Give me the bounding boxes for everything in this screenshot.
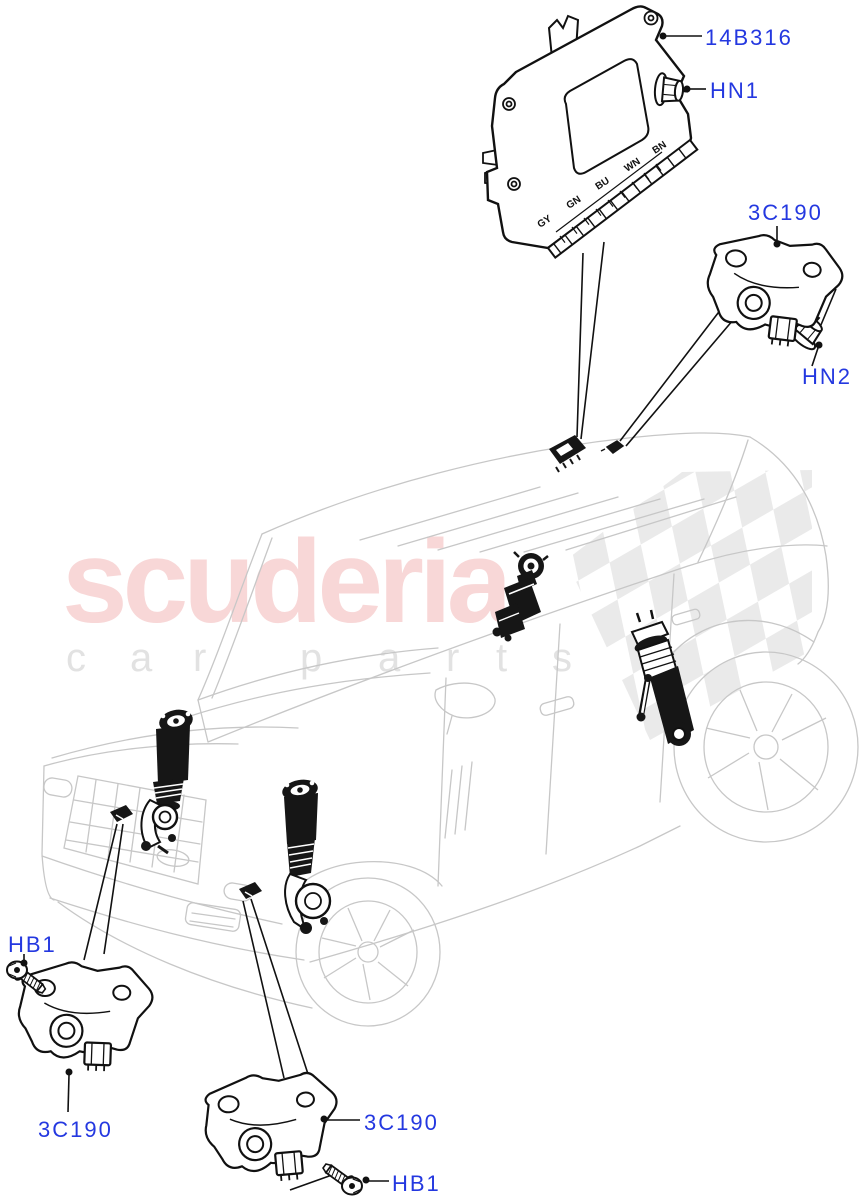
label-tick-hn2: [811, 347, 819, 367]
ecu-connector-row2: [555, 151, 663, 243]
c-pillar: [697, 439, 749, 563]
beltline: [197, 544, 828, 743]
rear-pillar: [749, 436, 830, 665]
clip-a-to-bracket-lines: [83, 823, 124, 961]
clip-b-to-bracket-lines: [242, 898, 309, 1079]
bracket-right-to-roof-lines: [619, 299, 740, 447]
height-sensor-bracket-right: [700, 227, 848, 354]
a-pillar: [197, 533, 273, 701]
roof-ribs: [359, 486, 737, 553]
front-wheel-arch: [295, 861, 443, 891]
watermark-letter: c: [66, 636, 86, 680]
watermark-letter: r: [446, 636, 459, 680]
watermark-brand: scuderia: [62, 516, 514, 648]
part-label-hb1-bottom[interactable]: HB1: [392, 1171, 441, 1196]
part-label-14B316[interactable]: 14B316: [705, 25, 793, 50]
watermark-subtitle: c a r p a r t s: [66, 636, 572, 680]
callout-dots: [20, 32, 823, 1184]
part-label-3c190-right[interactable]: 3C190: [748, 200, 823, 225]
label-tick-3c190-left: [67, 1074, 70, 1113]
grille-mesh: [65, 779, 203, 873]
hood-crease: [183, 672, 431, 719]
grille-outline: [63, 775, 207, 885]
watermark-letter: a: [378, 636, 401, 680]
rear-wheel-spokes: [705, 689, 827, 811]
ecu-screen-recess: [563, 58, 650, 175]
height-sensor-bracket-front-left: [15, 959, 155, 1074]
front-air-strut-left: [140, 709, 193, 855]
rear-wheel-arch: [659, 619, 815, 671]
rear-shock-upper: [492, 551, 549, 642]
front-wheel: [295, 877, 441, 1027]
part-label-3c190-bottom[interactable]: 3C190: [364, 1110, 439, 1135]
front-clip-left: [110, 805, 133, 822]
part-label-hn2[interactable]: HN2: [802, 364, 852, 389]
bracket-to-hb1-bottom-line: [289, 1174, 333, 1191]
watermark-letter: a: [130, 636, 153, 680]
roof-module-mount: [549, 435, 586, 473]
ecu-screws: [502, 10, 659, 191]
sill-line: [309, 825, 681, 963]
front-air-strut-center: [282, 779, 332, 934]
side-mirror: [434, 682, 496, 735]
watermark-letter: p: [300, 636, 322, 680]
suspension-control-module: GY GN BU WN BN: [482, 5, 699, 260]
rear-shock-right: [630, 609, 694, 746]
watermark-letter: t: [496, 636, 507, 680]
door-handle-rear: [671, 608, 701, 626]
front-clip-right: [239, 882, 262, 899]
ecu-to-roof-lines: [576, 241, 605, 440]
height-sensor-bracket-front-bottom: [200, 1067, 345, 1189]
part-label-hn1[interactable]: HN1: [710, 78, 760, 103]
rear-wheel: [673, 651, 859, 843]
lower-grille: [184, 902, 242, 932]
door-handle-front: [539, 696, 575, 716]
watermark-letter: r: [193, 636, 206, 680]
checkered-flag-watermark: [566, 470, 812, 740]
front-wheel-spokes: [321, 907, 415, 1001]
brand-badge: [156, 849, 190, 867]
part-label-hb1-left[interactable]: HB1: [8, 932, 57, 957]
cowl-line: [197, 647, 439, 701]
part-label-3c190-left[interactable]: 3C190: [38, 1117, 113, 1142]
fender-vent: [444, 761, 473, 839]
lower-grille-lines: [189, 912, 236, 928]
roof-clip: [600, 440, 625, 454]
headlight-left: [43, 777, 73, 798]
watermark-letter: s: [552, 636, 572, 680]
